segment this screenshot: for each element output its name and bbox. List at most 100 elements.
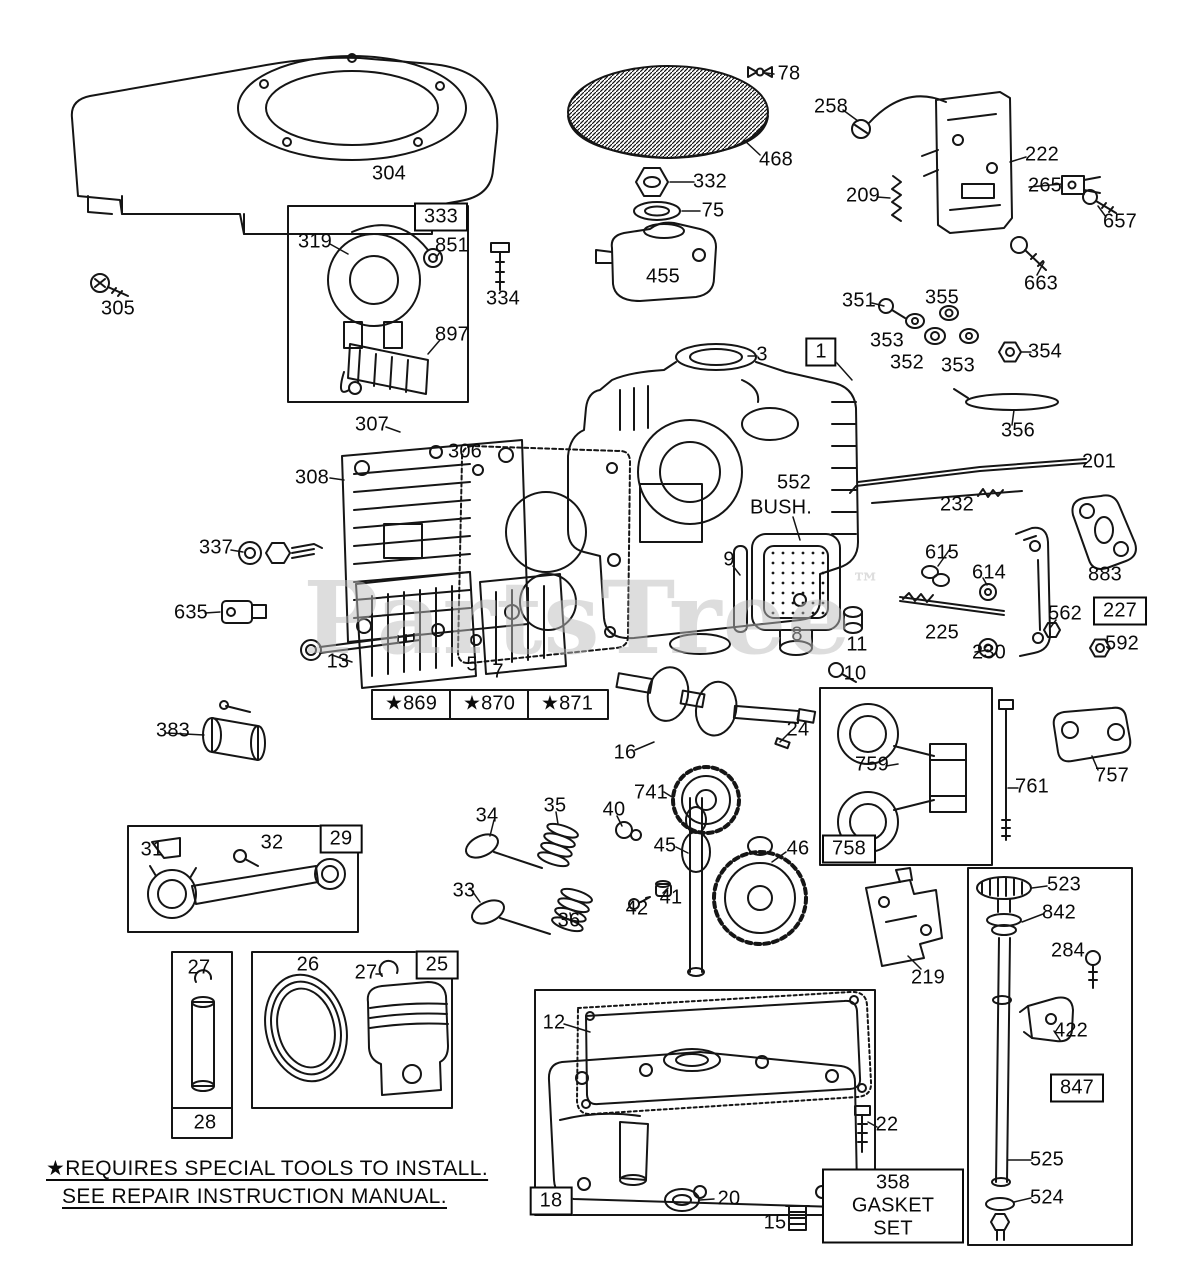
part-label-29: 29 xyxy=(319,824,363,854)
clamp-422 xyxy=(1019,996,1074,1043)
part-label-232: 232 xyxy=(940,493,974,516)
part-label-24: 24 xyxy=(786,718,810,741)
spacer-11 xyxy=(843,606,863,634)
part-label-18: 18 xyxy=(529,1186,573,1216)
part-label-78: 78 xyxy=(777,62,801,85)
valve-34 xyxy=(465,833,543,869)
part-label-383: 383 xyxy=(156,719,190,742)
part-label-35: 35 xyxy=(543,794,567,817)
special-tools-table xyxy=(371,689,609,720)
part-label-265: 265 xyxy=(1028,174,1062,197)
gear-741 xyxy=(671,765,741,835)
part-label-319: 319 xyxy=(298,230,332,253)
part-label-422: 422 xyxy=(1054,1019,1088,1042)
retainer-41 xyxy=(655,880,672,897)
part-label-353: 353 xyxy=(870,329,904,352)
part-label-525: 525 xyxy=(1030,1148,1064,1171)
part-label-883: 883 xyxy=(1088,563,1122,586)
head-gasket-306 xyxy=(457,445,631,665)
part-label-337: 337 xyxy=(199,536,233,559)
keeper-42 xyxy=(628,896,651,910)
spark-plug-337 xyxy=(238,541,323,565)
part-label-1: 1 xyxy=(805,337,837,367)
cylinder-block-1 xyxy=(567,343,859,655)
control-bracket-222 xyxy=(921,91,1013,234)
crankshaft-16 xyxy=(615,666,817,737)
nut-562 xyxy=(1043,622,1061,638)
air-filter-468 xyxy=(567,65,769,159)
screw-334 xyxy=(490,242,510,291)
muffler-8 xyxy=(751,533,841,656)
part-label-657: 657 xyxy=(1103,210,1137,233)
part-label-356: 356 xyxy=(1001,419,1035,442)
valve-spring-35 xyxy=(537,822,579,868)
part-label-307: 307 xyxy=(355,413,389,436)
head-plates-5-7 xyxy=(355,571,567,689)
governor-link-225 xyxy=(899,592,1005,616)
part-label-358-gasket-set: 358 GASKET SET xyxy=(822,1168,964,1244)
part-label-227: 227 xyxy=(1093,596,1147,626)
part-label-41: 41 xyxy=(659,886,683,909)
dipstick-tube-525 xyxy=(991,937,1012,1187)
part-label-45: 45 xyxy=(653,834,677,857)
part-label-22: 22 xyxy=(875,1113,899,1136)
piston-rings-box-25 xyxy=(251,951,453,1109)
part-label-355: 355 xyxy=(925,286,959,309)
blower-housing-304 xyxy=(70,53,499,235)
part-label-552: 552 xyxy=(777,471,811,494)
oil-fill-cap-523 xyxy=(976,876,1032,913)
screw-305 xyxy=(90,273,129,297)
part-label-46: 46 xyxy=(786,837,810,860)
footnote-line-2: SEE REPAIR INSTRUCTION MANUAL. xyxy=(62,1185,447,1208)
part-label-27: 27 xyxy=(187,956,211,979)
part-label-304: 304 xyxy=(372,162,406,185)
part-label-75: 75 xyxy=(701,199,725,222)
leader-lines xyxy=(165,72,1107,1203)
part-label-201: 201 xyxy=(1082,450,1116,473)
part-label-8: 8 xyxy=(791,623,803,646)
part-label-12: 12 xyxy=(542,1011,566,1034)
footnote-line-1: ★REQUIRES SPECIAL TOOLS TO INSTALL. xyxy=(46,1157,489,1180)
part-label-741: 741 xyxy=(634,781,668,804)
part-label-523: 523 xyxy=(1047,873,1081,896)
oil-plug-15 xyxy=(785,1205,810,1231)
part-label-11: 11 xyxy=(846,633,868,656)
part-label-351: 351 xyxy=(842,289,876,312)
valve-33 xyxy=(471,899,551,935)
washer-524 xyxy=(985,1197,1015,1241)
part-label-455: 455 xyxy=(646,265,680,288)
part-label-333: 333 xyxy=(414,202,468,232)
bracket-219 xyxy=(865,867,943,967)
part-label-615: 615 xyxy=(925,541,959,564)
nut-592 xyxy=(1089,638,1111,658)
part-label-33: 33 xyxy=(452,879,476,902)
part-label-25: 25 xyxy=(415,950,459,980)
sump-gasket-12 xyxy=(576,990,873,1116)
fitting-635 xyxy=(221,600,267,624)
part-label-16: 16 xyxy=(613,741,637,764)
armature-319 xyxy=(327,224,443,349)
part-label-42: 42 xyxy=(625,897,649,920)
dipstick-box-847 xyxy=(967,867,1133,1246)
part-label-5: 5 xyxy=(466,653,478,676)
part-label-524: 524 xyxy=(1030,1186,1064,1209)
part-label-759: 759 xyxy=(855,753,889,776)
oil-seal-20 xyxy=(664,1188,700,1212)
key-24 xyxy=(774,737,791,750)
piston-pin-box-27-28 xyxy=(171,951,233,1139)
part-label-219: 219 xyxy=(911,966,945,989)
screw-657 xyxy=(1082,189,1117,214)
part-label-761: 761 xyxy=(1015,775,1049,798)
part-label-842: 842 xyxy=(1042,901,1076,924)
hardware-cluster-351-355 xyxy=(878,298,1022,363)
screw-663 xyxy=(1010,236,1047,271)
part-label-870: ★870 xyxy=(462,692,516,715)
breather-383 xyxy=(202,700,266,761)
cam-gear-46 xyxy=(712,836,808,946)
armature-box xyxy=(287,205,469,403)
part-label-27: 27 xyxy=(354,961,378,984)
governor-link-757 xyxy=(1052,706,1132,763)
part-label-305: 305 xyxy=(101,297,135,320)
part-label-663: 663 xyxy=(1024,272,1058,295)
